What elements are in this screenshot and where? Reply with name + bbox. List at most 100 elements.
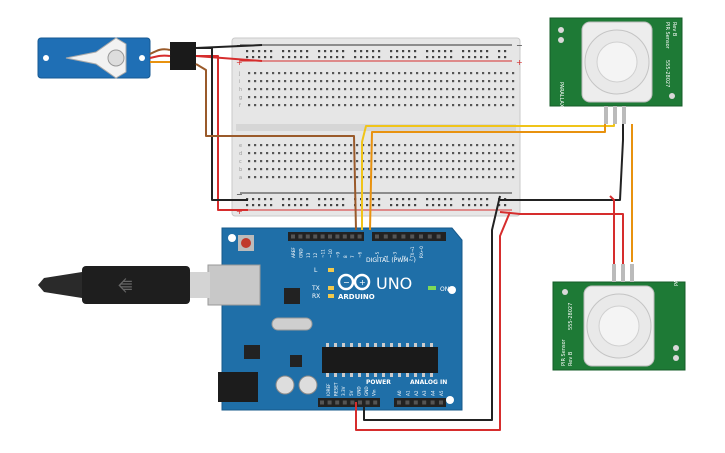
wire-pir-bottom-vcc-rail — [499, 211, 624, 264]
rail-hole — [324, 50, 327, 53]
breadboard-hole — [464, 88, 467, 91]
rail-hole — [306, 198, 309, 201]
header-pin[interactable] — [320, 400, 324, 405]
pir-bottom-jumper — [562, 289, 568, 295]
breadboard-hole — [362, 152, 365, 155]
breadboard-hole — [410, 168, 413, 171]
breadboard-hole — [410, 152, 413, 155]
breadboard-hole — [416, 152, 419, 155]
breadboard-hole — [326, 88, 329, 91]
servo-horn — [65, 37, 127, 79]
led-l — [328, 268, 334, 272]
breadboard-hole — [380, 104, 383, 107]
breadboard-hole — [476, 144, 479, 147]
breadboard-hole — [338, 72, 341, 75]
header-pin[interactable] — [401, 234, 406, 239]
breadboard-hole — [500, 72, 503, 75]
breadboard-hole — [428, 152, 431, 155]
breadboard-hole — [338, 176, 341, 179]
header-pin[interactable] — [358, 400, 362, 405]
digital-pin-label: 13 — [306, 252, 311, 258]
header-pin[interactable] — [436, 234, 441, 239]
header-pin[interactable] — [328, 234, 332, 239]
rail-hole — [480, 50, 483, 53]
breadboard-hole — [338, 104, 341, 107]
breadboard-hole — [500, 80, 503, 83]
header-pin[interactable] — [298, 234, 303, 239]
pir-bottom-pin — [621, 264, 625, 282]
breadboard-hole — [254, 72, 257, 75]
header-pin[interactable] — [365, 400, 370, 405]
breadboard-hole — [302, 88, 305, 91]
header-pin[interactable] — [342, 400, 347, 405]
reset-button[interactable] — [241, 238, 251, 248]
breadboard-hole — [350, 88, 353, 91]
breadboard-hole — [470, 96, 473, 99]
capacitor — [275, 375, 295, 395]
breadboard-hole — [344, 168, 347, 171]
rail-hole — [342, 204, 345, 207]
breadboard-hole — [260, 144, 263, 147]
header-pin[interactable] — [357, 234, 362, 239]
header-pin[interactable] — [419, 234, 423, 239]
breadboard-hole — [434, 80, 437, 83]
power-pin-label: 5V — [349, 390, 354, 396]
breadboard-hole — [320, 168, 323, 171]
header-pin[interactable] — [427, 234, 432, 239]
header-pin[interactable] — [320, 234, 325, 239]
breadboard-hole — [404, 176, 407, 179]
row-letter: h — [239, 87, 242, 93]
header-pin[interactable] — [392, 234, 397, 239]
breadboard-hole — [368, 72, 371, 75]
breadboard-hole — [338, 168, 341, 171]
header-pin[interactable] — [397, 400, 401, 405]
breadboard-hole — [266, 72, 269, 75]
rail-hole — [270, 50, 273, 53]
breadboard-hole — [470, 88, 473, 91]
header-pin[interactable] — [439, 400, 443, 405]
header-pin[interactable] — [375, 234, 379, 239]
header-pin[interactable] — [335, 400, 340, 405]
header-pin[interactable] — [405, 400, 410, 405]
header-pin[interactable] — [305, 234, 310, 239]
breadboard-hole — [284, 144, 287, 147]
breadboard-hole — [440, 88, 443, 91]
header-pin[interactable] — [291, 234, 295, 239]
breadboard-hole — [248, 152, 251, 155]
rail-hole — [438, 204, 441, 207]
breadboard-hole — [446, 88, 449, 91]
header-pin[interactable] — [373, 400, 378, 405]
breadboard-hole — [500, 104, 503, 107]
breadboard-hole — [272, 72, 275, 75]
rail-hole — [432, 50, 435, 53]
header-pin[interactable] — [350, 400, 355, 405]
breadboard-hole — [452, 96, 455, 99]
rail-hole — [258, 56, 261, 59]
header-pin[interactable] — [313, 234, 318, 239]
breadboard-hole — [248, 176, 251, 179]
header-pin[interactable] — [430, 400, 435, 405]
rail-hole — [324, 198, 327, 201]
breadboard-hole — [290, 176, 293, 179]
breadboard-hole — [284, 96, 287, 99]
breadboard-hole — [458, 80, 461, 83]
breadboard-hole — [296, 152, 299, 155]
rail-hole — [438, 198, 441, 201]
breadboard-hole — [434, 96, 437, 99]
rail-hole — [246, 204, 249, 207]
breadboard-hole — [320, 152, 323, 155]
rail-hole — [444, 50, 447, 53]
rail-hole — [486, 204, 489, 207]
header-pin[interactable] — [342, 234, 347, 239]
header-pin[interactable] — [350, 234, 355, 239]
header-pin[interactable] — [327, 400, 332, 405]
breadboard-hole — [314, 88, 317, 91]
header-pin[interactable] — [410, 234, 415, 239]
breadboard-hole — [296, 144, 299, 147]
breadboard-hole — [278, 88, 281, 91]
header-pin[interactable] — [413, 400, 418, 405]
digital-header-right — [372, 232, 446, 241]
header-pin[interactable] — [335, 234, 340, 239]
header-pin[interactable] — [422, 400, 427, 405]
header-pin[interactable] — [383, 234, 388, 239]
